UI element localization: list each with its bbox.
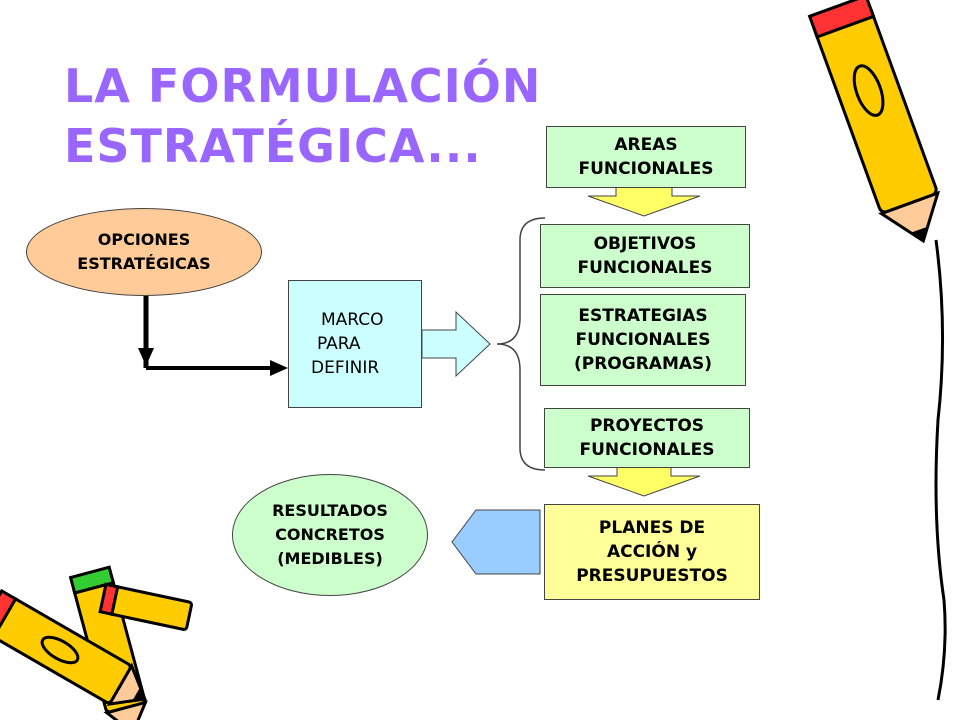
resultados-left-arrow — [451, 509, 541, 575]
opciones-estrategicas-node: OPCIONES ESTRATÉGICAS — [26, 208, 262, 296]
objetivos-funcionales-node: OBJETIVOS FUNCIONALES — [540, 224, 750, 288]
marco-para-definir-node: MARCO PARA DEFINIR — [288, 280, 422, 408]
resultados-line-1: RESULTADOS — [272, 501, 388, 520]
title-line-1: LA FORMULACIÓN — [64, 59, 542, 113]
pencil-icon-top-right — [807, 0, 941, 244]
areas-funcionales-node: AREAS FUNCIONALES — [546, 126, 746, 188]
objetivos-line-2: FUNCIONALES — [577, 258, 713, 278]
marco-line-1: MARCO — [321, 310, 384, 330]
estrategias-line-1: ESTRATEGIAS — [578, 306, 708, 326]
marco-line-3: DEFINIR — [311, 358, 380, 378]
estrategias-funcionales-node: ESTRATEGIAS FUNCIONALES (PROGRAMAS) — [540, 294, 746, 386]
resultados-line-2: CONCRETOS — [275, 525, 385, 544]
resultados-line-3: (MEDIBLES) — [277, 549, 383, 568]
planes-line-2: ACCIÓN y — [606, 542, 698, 562]
arrowhead-down — [138, 348, 154, 366]
proyectos-funcionales-node: PROYECTOS FUNCIONALES — [544, 408, 750, 468]
planes-line-1: PLANES DE — [598, 518, 706, 538]
planes-accion-node: PLANES DE ACCIÓN y PRESUPUESTOS — [544, 504, 760, 600]
estrategias-line-3: (PROGRAMAS) — [573, 354, 713, 374]
curly-brace — [496, 217, 546, 471]
pencil-icon-bottom-left-b — [0, 588, 147, 706]
title-line-2: ESTRATÉGICA... — [64, 119, 482, 173]
proyectos-line-2: FUNCIONALES — [579, 440, 715, 460]
opciones-line-2: ESTRATÉGICAS — [77, 254, 211, 273]
areas-down-arrow — [587, 185, 701, 217]
proyectos-line-1: PROYECTOS — [589, 416, 705, 436]
estrategias-line-2: FUNCIONALES — [575, 330, 711, 350]
page-title: LA FORMULACIÓN ESTRATÉGICA... — [64, 56, 541, 176]
objetivos-line-1: OBJETIVOS — [593, 234, 697, 254]
planes-line-3: PRESUPUESTOS — [576, 566, 728, 586]
marco-arrow — [421, 310, 491, 378]
proyectos-down-arrow — [587, 465, 701, 497]
opciones-line-1: OPCIONES — [97, 230, 191, 249]
scribble-line — [934, 239, 947, 701]
arrowhead-right — [270, 360, 288, 376]
resultados-concretos-node: RESULTADOS CONCRETOS (MEDIBLES) — [232, 474, 428, 596]
marco-line-2: PARA — [317, 334, 361, 354]
areas-line-2: FUNCIONALES — [578, 159, 714, 179]
pencil-icon-bottom-left-c — [98, 582, 193, 631]
areas-line-1: AREAS — [614, 135, 678, 155]
